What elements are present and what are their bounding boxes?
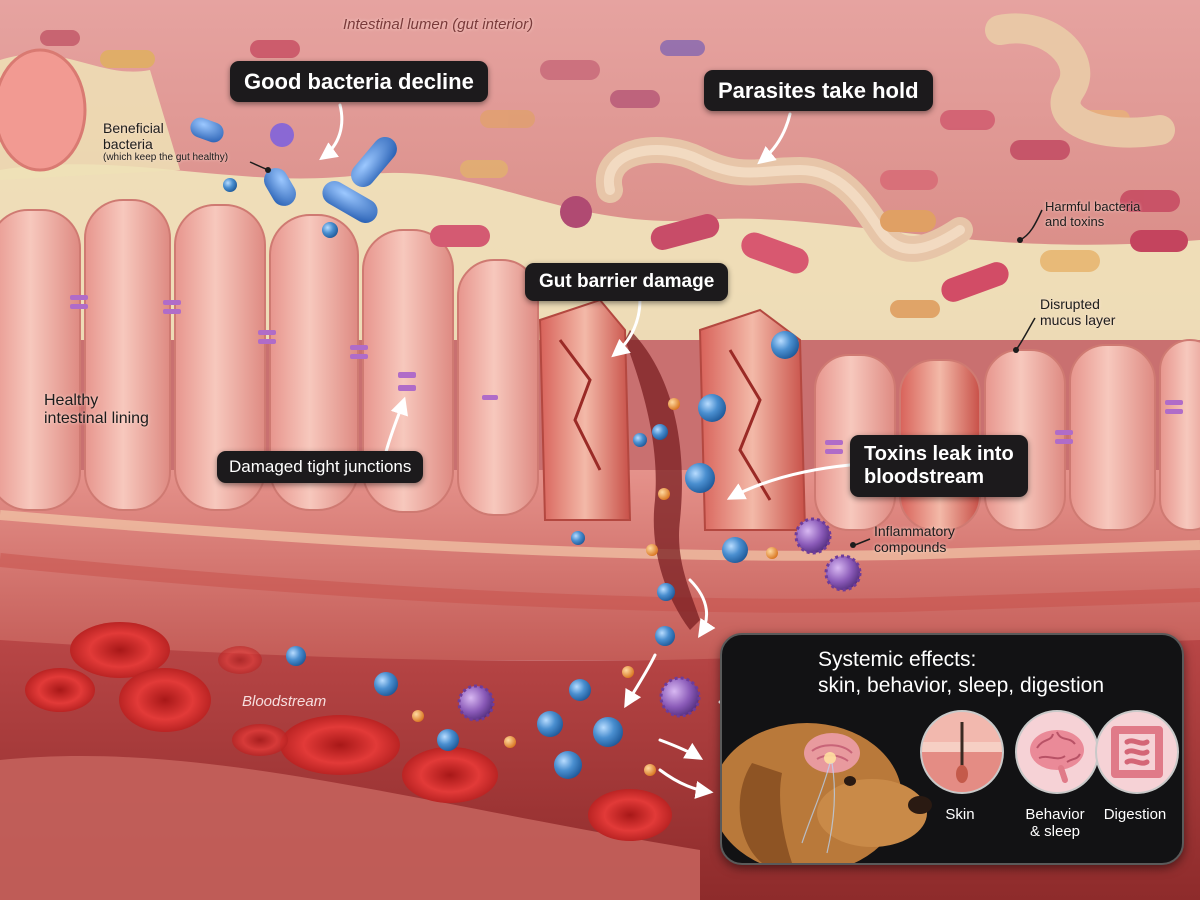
toxins-callout-line1: Toxins leak into (864, 443, 1014, 465)
red-blood-cells (25, 622, 672, 841)
vessel-wall (0, 756, 700, 900)
beneficial-line2: bacteria (103, 136, 153, 153)
toxin-particles (286, 331, 799, 779)
effects-title-line2: skin, behavior, sleep, digestion (818, 674, 1105, 698)
inflammatory-line1: Inflammatory (874, 523, 955, 539)
effect-label-digestion: Digestion (1085, 806, 1182, 823)
healthy-line1: Healthy (44, 392, 99, 409)
harmful-bacteria (430, 196, 1188, 318)
barrier-breach (625, 330, 700, 630)
inflammatory-label: Inflammatory compounds (874, 523, 955, 555)
healthy-lining-label: Healthy intestinal lining (44, 392, 149, 429)
bloodstream-label: Bloodstream (242, 693, 327, 710)
harmful-bacteria-label: Harmful bacteria and toxins (1045, 199, 1141, 230)
submucosa-layer (0, 470, 1200, 660)
effect-digestion-line1: Digestion (1103, 806, 1167, 823)
skin-hair-follicle-icon (920, 710, 1004, 794)
tight-junctions (70, 295, 1183, 454)
mucus-layer-label: Disrupted mucus layer (1040, 296, 1115, 328)
harmful-line2: and toxins (1045, 213, 1105, 229)
good-bacteria-callout: Good bacteria decline (230, 61, 488, 103)
beneficial-note: (which keep the gut healthy) (103, 152, 229, 164)
villus-tip (0, 48, 87, 172)
barrier-damage-callout: Gut barrier damage (525, 263, 729, 301)
beneficial-bacteria-label: Beneficial bacteria (which keep the gut … (103, 120, 228, 164)
intestine-icon (1095, 710, 1179, 794)
parasites-callout: Parasites take hold (704, 70, 933, 112)
dog-with-brain-icon (722, 723, 932, 863)
skin-illustration (922, 722, 1002, 792)
harmful-line1: Harmful bacteria (1045, 199, 1141, 214)
inflammatory-line2: compounds (874, 539, 947, 556)
mucus-line1: Disrupted (1040, 296, 1100, 312)
systemic-effects-panel: Systemic effects: skin, behavior, sleep,… (720, 633, 1184, 865)
intestine-illustration (1111, 726, 1163, 778)
damaged-villi (538, 298, 807, 531)
inflammatory-compounds (457, 517, 862, 722)
annotation-arrows (319, 103, 852, 799)
effects-title: Systemic effects: skin, behavior, sleep,… (818, 647, 1104, 700)
beneficial-bacteria (190, 117, 397, 238)
brain-icon (1015, 710, 1099, 794)
mucus-line2: mucus layer (1040, 312, 1116, 329)
tight-junctions-callout: Damaged tight junctions (217, 451, 424, 483)
parasite-worm-2 (985, 13, 1175, 148)
effects-title-line1: Systemic effects: (818, 648, 977, 671)
lumen-label: Intestinal lumen (gut interior) (343, 16, 534, 33)
beneficial-line1: Beneficial (103, 120, 164, 136)
healthy-line2: intestinal lining (44, 410, 149, 428)
effect-behavior-line2: & sleep (1029, 823, 1081, 841)
brain-illustration (1030, 730, 1084, 783)
toxins-callout: Toxins leak into bloodstream (850, 435, 1028, 497)
effect-behavior-line1: Behavior (1025, 806, 1085, 823)
effect-label-behavior: Behavior & sleep (1005, 806, 1105, 841)
effect-skin-line1: Skin (945, 806, 975, 823)
toxins-callout-line2: bloodstream (864, 466, 985, 488)
healthy-villi (0, 199, 539, 516)
effect-label-skin: Skin (910, 806, 1010, 823)
